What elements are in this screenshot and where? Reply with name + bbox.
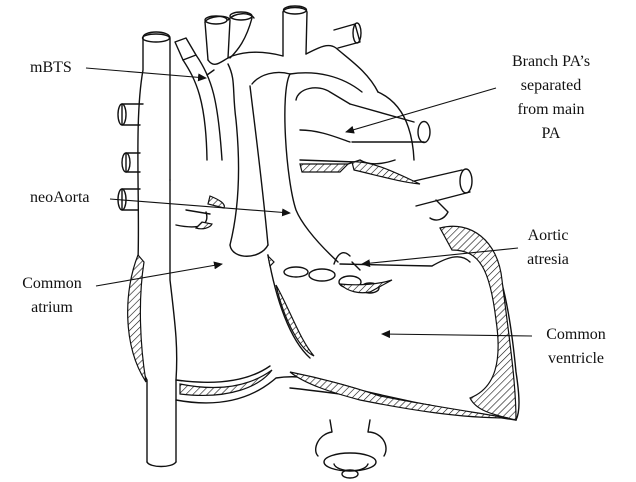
aortic-atresia-line-1: Aortic bbox=[515, 224, 581, 248]
common-atrium-line-2: atrium bbox=[12, 296, 92, 320]
common-ventricle-line-2: ventricle bbox=[530, 347, 622, 371]
branch-pa-label: Branch PA’s separated from main PA bbox=[492, 50, 610, 146]
branch-pa-line-1: Branch PA’s bbox=[492, 50, 610, 74]
common-atrium-line-1: Common bbox=[12, 272, 92, 296]
branch-pa-line-4: PA bbox=[492, 122, 610, 146]
branch-pa-arrow bbox=[346, 88, 496, 132]
neoaorta-label: neoAorta bbox=[30, 186, 90, 210]
branch-pa-line-3: from main bbox=[492, 98, 610, 122]
mbts-label-text: mBTS bbox=[30, 59, 72, 76]
mbts-label: mBTS bbox=[30, 56, 72, 80]
aortic-atresia-label: Aortic atresia bbox=[515, 224, 581, 272]
vena-cava-vessel bbox=[134, 32, 177, 467]
branch-pa-line-2: separated bbox=[492, 74, 610, 98]
common-atrium-arrow bbox=[96, 264, 222, 286]
left-pulmonary-veins bbox=[118, 104, 143, 210]
common-ventricle-line-1: Common bbox=[530, 323, 622, 347]
common-atrium-label: Common atrium bbox=[12, 272, 92, 320]
mbts-shunt bbox=[175, 38, 222, 160]
neoaorta-label-text: neoAorta bbox=[30, 189, 90, 206]
common-ventricle-label: Common ventricle bbox=[530, 323, 622, 371]
aortic-atresia-line-2: atresia bbox=[515, 248, 581, 272]
